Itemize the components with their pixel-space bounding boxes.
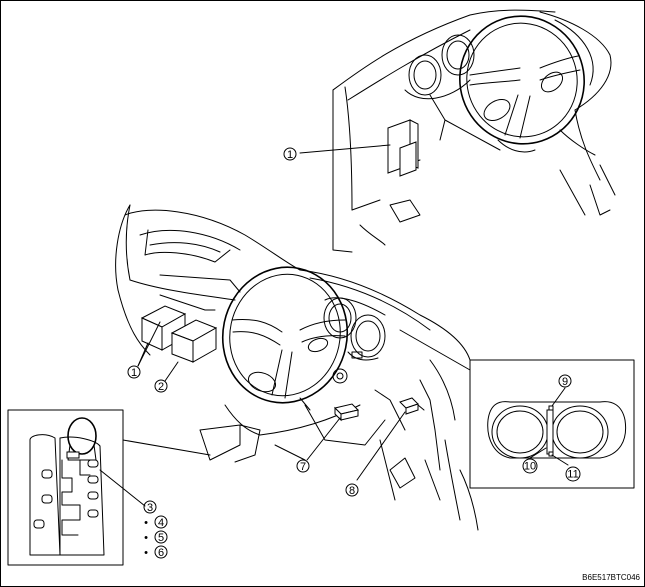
bullet: • <box>144 517 148 529</box>
callout-2: 2 <box>154 379 168 393</box>
callout-label: 11 <box>567 469 578 481</box>
callout-label: 3 <box>147 502 153 514</box>
callout-4: • 4 <box>144 515 168 529</box>
callout-8: 8 <box>345 483 359 497</box>
callout-label: 8 <box>349 485 355 497</box>
callout-9: 9 <box>558 374 572 388</box>
bullet: • <box>144 547 148 559</box>
callout-3: 3 <box>143 500 157 514</box>
callout-label: 9 <box>562 376 568 388</box>
callout-7: 7 <box>296 459 310 473</box>
callout-label: 6 <box>158 547 164 559</box>
shifter-inset <box>7 409 211 566</box>
callout-label: 5 <box>158 532 164 544</box>
callout-10: 10 <box>522 458 538 474</box>
figure-code: B6E517BTC046 <box>582 573 640 582</box>
callout-1-upper: 1 <box>283 147 297 161</box>
main-dashboard-view <box>115 204 479 531</box>
callout-1-lower: 1 <box>127 365 141 379</box>
upper-dashboard-view <box>332 9 616 253</box>
callout-label: 1 <box>131 367 137 379</box>
callout-label: 4 <box>158 517 164 529</box>
instrument-cluster-inset <box>399 329 635 489</box>
callout-label: 1 <box>287 149 293 161</box>
callout-5: • 5 <box>144 530 168 544</box>
callout-11: 11 <box>565 466 581 482</box>
callout-6: • 6 <box>144 545 168 559</box>
bullet: • <box>144 532 148 544</box>
callout-label: 10 <box>524 461 536 473</box>
callout-label: 7 <box>300 461 306 473</box>
callout-label: 2 <box>158 381 164 393</box>
leader-lines <box>99 144 569 507</box>
